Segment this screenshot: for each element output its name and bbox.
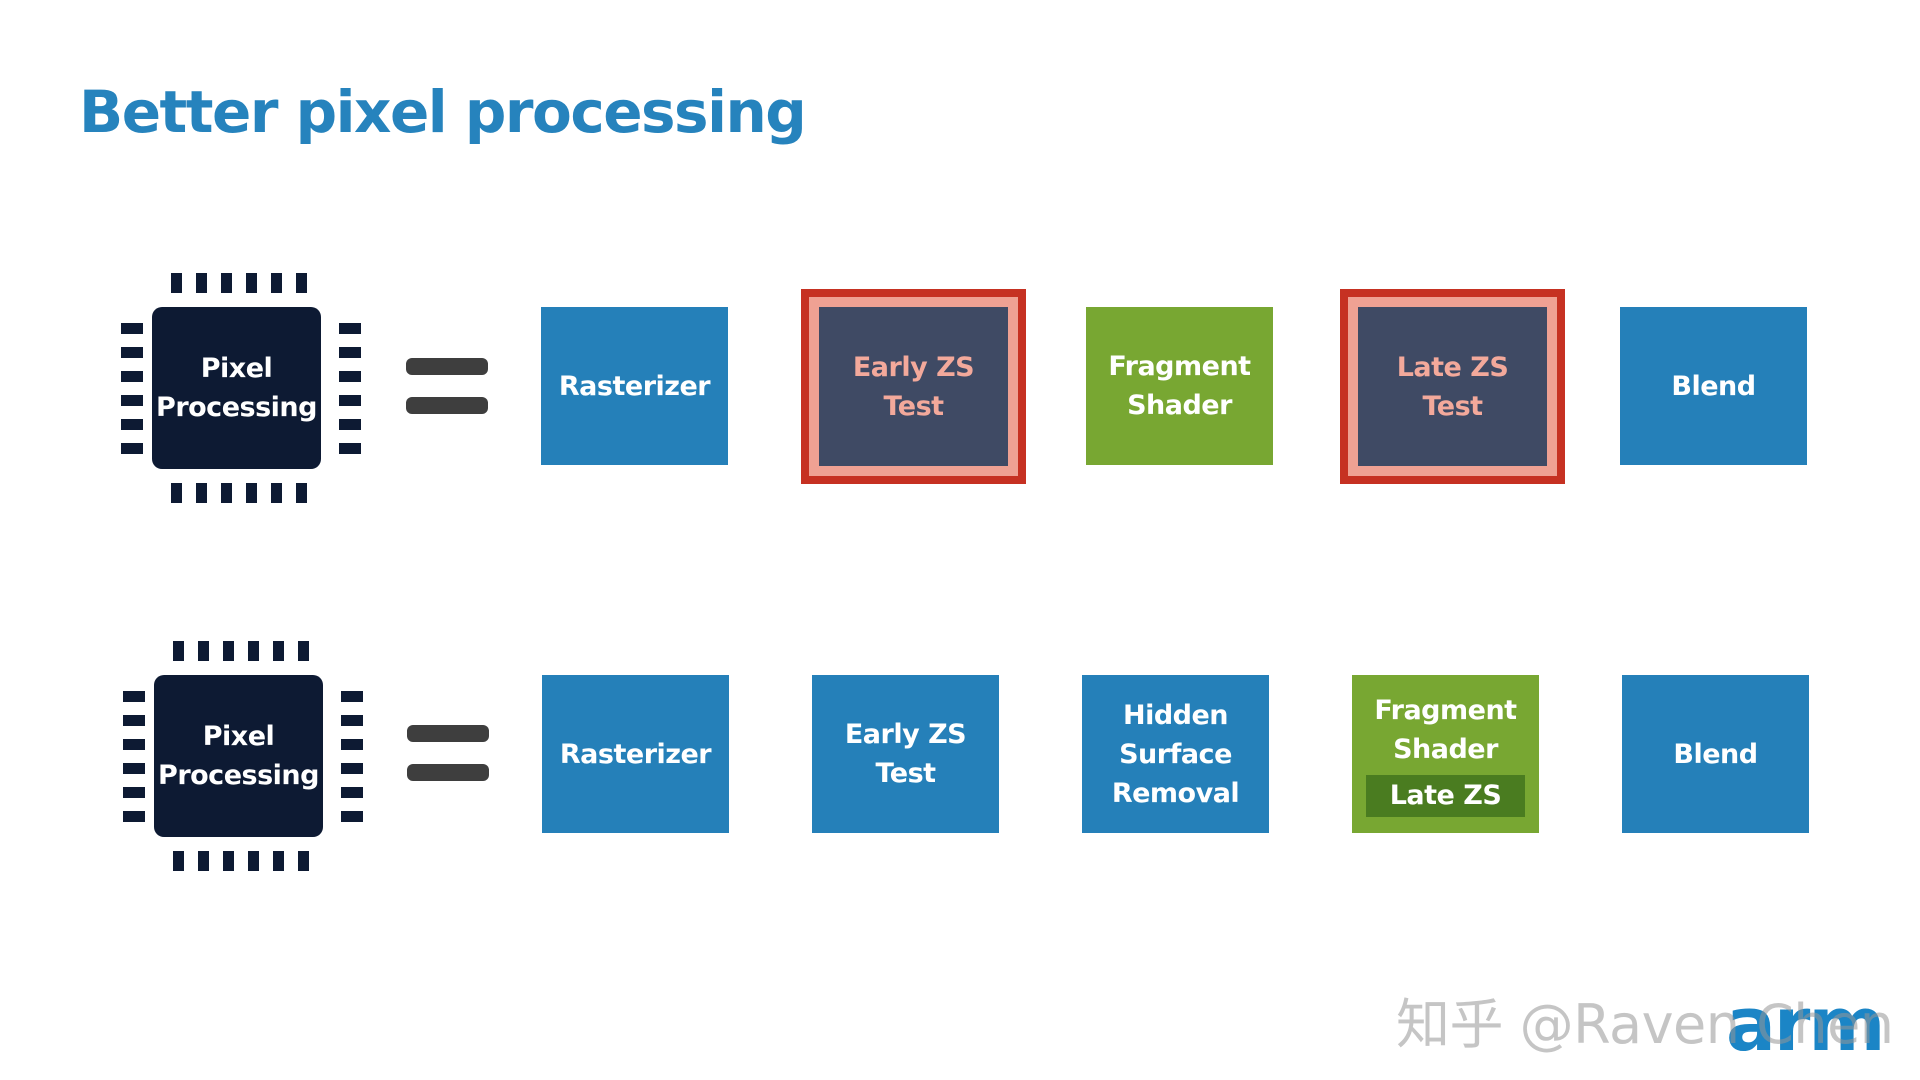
stage-late-zs-test: Late ZS Test <box>1340 289 1565 484</box>
chip-label-line: Pixel <box>202 721 275 752</box>
chip-label-line: Processing <box>158 760 319 791</box>
stage-early-zs-test: Early ZS Test <box>801 289 1026 484</box>
stage-rasterizer: Rasterizer <box>541 307 728 465</box>
equals-sign-icon <box>407 725 489 781</box>
stage-label: Hidden <box>1122 699 1229 731</box>
chip-label: Pixel Processing <box>152 307 321 469</box>
stage-label: Shader <box>1127 390 1232 421</box>
stage-label: Test <box>883 390 944 422</box>
stage-label: Shader <box>1393 734 1498 765</box>
stage-fragment-shader: Fragment Shader Late ZS <box>1352 675 1539 833</box>
stage-label: Fragment <box>1374 695 1517 726</box>
stage-label: Early ZS <box>852 351 975 383</box>
processor-chip-icon: Pixel Processing <box>118 273 364 503</box>
chip-label: Pixel Processing <box>154 675 323 837</box>
chip-label-line: Processing <box>156 392 317 423</box>
stage-hidden-surface-removal: Hidden Surface Removal <box>1082 675 1269 833</box>
late-zs-sub-label: Late ZS <box>1366 775 1525 817</box>
stage-label: Fragment <box>1108 351 1251 382</box>
stage-label: Late ZS <box>1396 351 1509 383</box>
stage-rasterizer: Rasterizer <box>542 675 729 833</box>
equals-sign-icon <box>406 358 488 414</box>
stage-label: Blend <box>1671 370 1756 402</box>
stage-early-zs-test: Early ZS Test <box>812 675 999 833</box>
arm-logo: arm <box>1726 982 1886 1068</box>
stage-label: Rasterizer <box>558 370 711 402</box>
stage-label: Blend <box>1673 738 1758 770</box>
stage-label: Removal <box>1111 777 1240 809</box>
page-title: Better pixel processing <box>79 78 807 146</box>
stage-label: Early ZS <box>844 719 967 750</box>
stage-label: Test <box>1422 390 1483 422</box>
stage-fragment-shader: Fragment Shader <box>1086 307 1273 465</box>
processor-chip-icon: Pixel Processing <box>120 641 366 871</box>
stage-label: Rasterizer <box>559 738 712 770</box>
stage-label: Test <box>875 758 936 789</box>
stage-label: Surface <box>1119 738 1232 770</box>
stage-blend: Blend <box>1622 675 1809 833</box>
chip-label-line: Pixel <box>200 353 273 384</box>
stage-blend: Blend <box>1620 307 1807 465</box>
watermark: 知乎 @Raven Chen <box>1396 993 1894 1056</box>
